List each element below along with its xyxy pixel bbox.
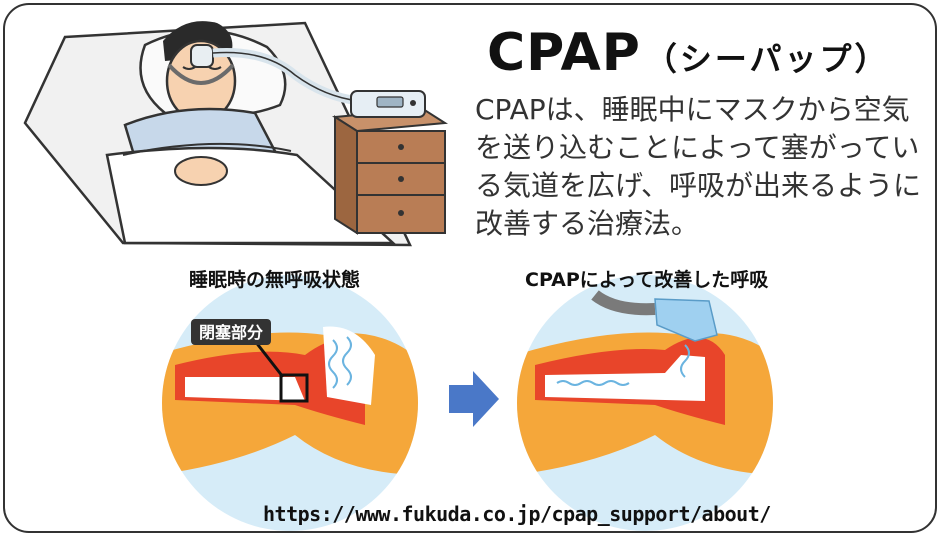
right-arrow-icon <box>449 371 499 427</box>
description-text: CPAPは、睡眠中にマスクから空気を送り込むことによって塞がっている気道を広げ、… <box>475 93 922 240</box>
nightstand-icon <box>331 107 449 235</box>
apnea-caption: 睡眠時の無呼吸状態 <box>189 269 361 291</box>
cpap-caption: CPAPによって改善した呼吸 <box>525 269 769 291</box>
illustrations: 閉塞部分 <box>23 21 773 531</box>
page-title: CPAP（シーパップ） <box>487 23 890 83</box>
obstruction-callout: 閉塞部分 <box>199 323 263 342</box>
apnea-airway-diagram: 閉塞部分 <box>162 275 418 531</box>
cpap-machine-icon <box>350 90 426 118</box>
page-frame: 閉塞部分 CPAP（シーパップ） CPAPは、睡眠中にマスクから空気を送り込むこ… <box>3 3 937 533</box>
cpap-airway-diagram <box>517 275 773 531</box>
title-reading: （シーパップ） <box>644 40 890 78</box>
title-main: CPAP <box>487 23 641 83</box>
sleeping-patient-illustration <box>23 21 412 247</box>
source-url: https://www.fukuda.co.jp/cpap_support/ab… <box>263 502 771 526</box>
